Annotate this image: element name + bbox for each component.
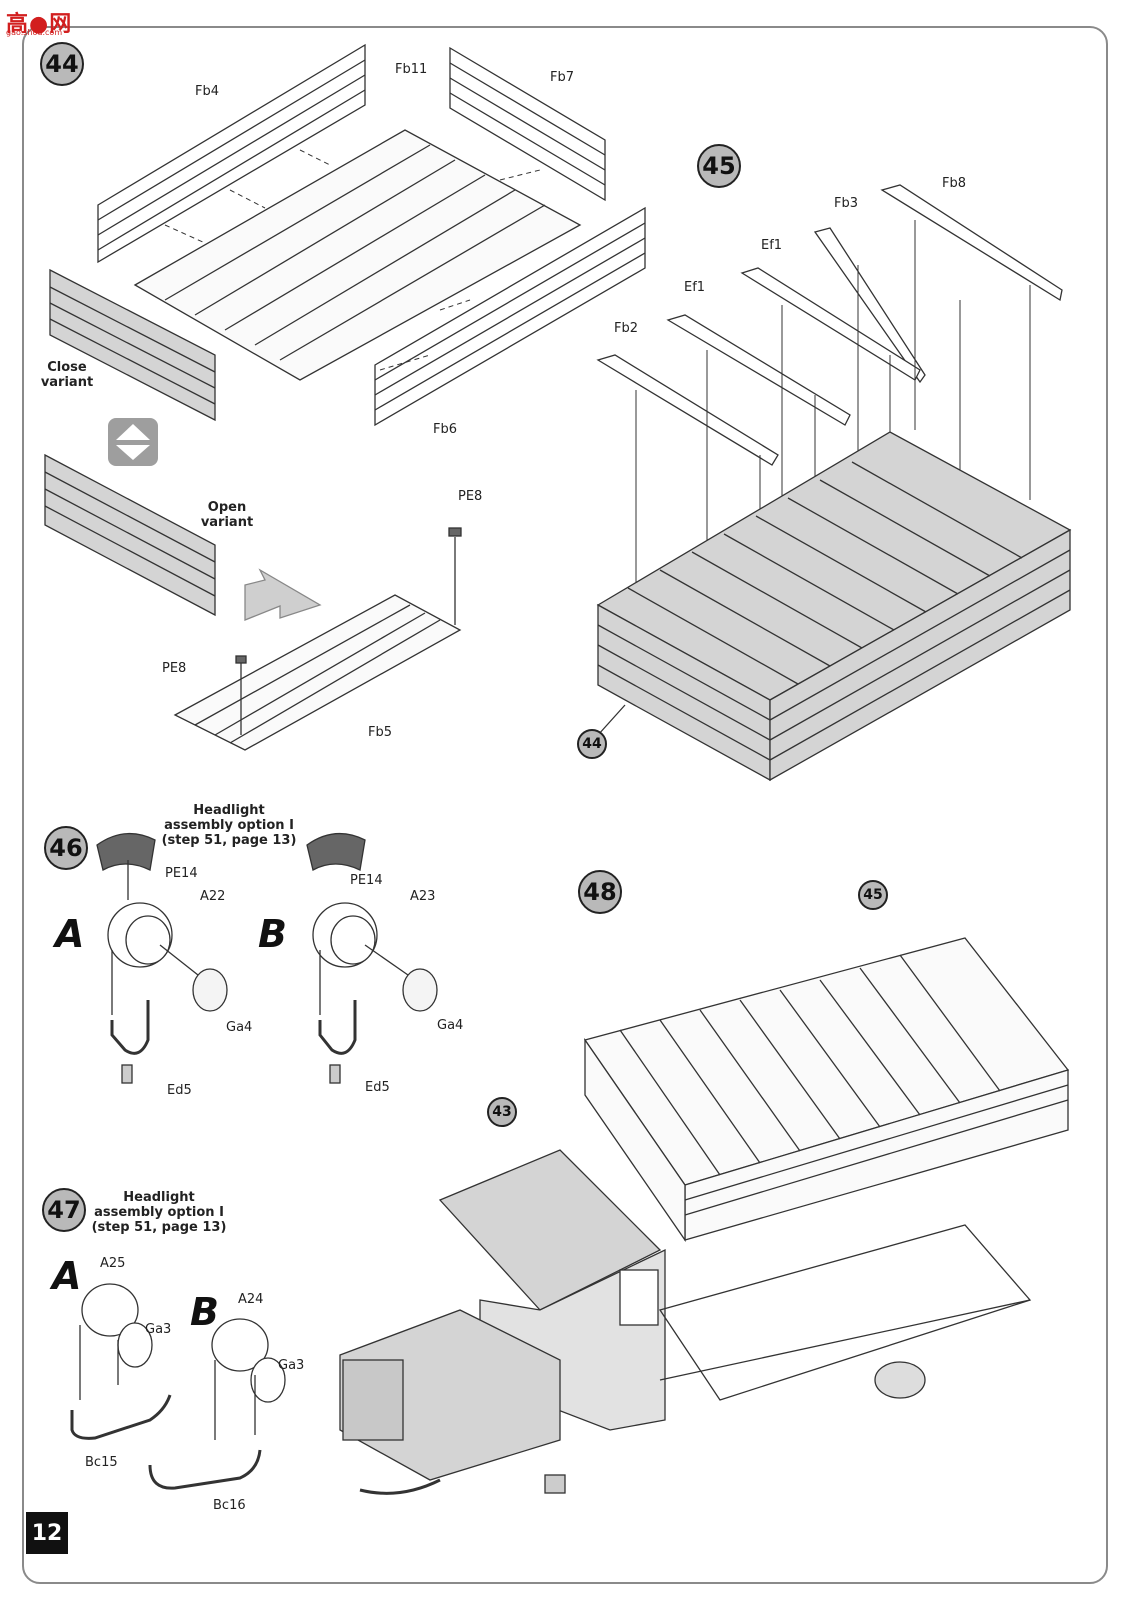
part-label-a25: A25: [100, 1256, 126, 1271]
step-badge-44: 44: [40, 42, 84, 86]
lens-ga3-b: [250, 1357, 286, 1403]
beam-fb2: [596, 354, 779, 466]
cab-roof: [438, 1149, 662, 1311]
variant-letter-b-47: B: [190, 1290, 219, 1334]
variant-letter-b-46: B: [258, 912, 287, 956]
bracket-bc15: [70, 1394, 172, 1440]
cargo-bed-side: [584, 1037, 686, 1243]
part-label-ga4-a: Ga4: [226, 1020, 253, 1035]
part-label-pe14-b: PE14: [350, 873, 383, 888]
cover-pe14-b: [306, 832, 366, 871]
cab-window: [619, 1269, 659, 1326]
part-label-ef1-mid: Ef1: [684, 280, 706, 295]
headlight-note-47: Headlight assembly option I (step 51, pa…: [91, 1190, 227, 1235]
part-label-ed5-a: Ed5: [167, 1083, 192, 1098]
part-label-fb8: Fb8: [942, 176, 967, 191]
direction-arrow: [244, 568, 322, 621]
cover-pe14-a: [96, 832, 156, 871]
open-variant-label: Open variant: [200, 500, 254, 530]
step-badge-45: 45: [697, 144, 741, 188]
variant-letter-a-47: A: [52, 1254, 82, 1298]
watermark-logo: 高●网: [6, 12, 73, 37]
part-label-pe8-left: PE8: [162, 661, 187, 676]
beam-ef1-top: [740, 267, 921, 381]
end-board-open: [44, 453, 216, 617]
beam-fb3: [813, 227, 926, 384]
ref-badge-45: 45: [858, 880, 888, 910]
part-label-fb3: Fb3: [834, 196, 859, 211]
part-label-ga3-a: Ga3: [145, 1322, 172, 1337]
part-label-ed5-b: Ed5: [365, 1080, 390, 1095]
part-label-fb2: Fb2: [614, 321, 639, 336]
headlight-a25: [81, 1283, 139, 1337]
part-label-bc15: Bc15: [85, 1455, 118, 1470]
bracket-bc16: [148, 1449, 262, 1490]
lens-ga4-a: [192, 968, 228, 1012]
swap-icon: [108, 418, 158, 466]
part-label-pe8-top: PE8: [458, 489, 483, 504]
lens-ga4-b: [402, 968, 438, 1012]
beam-ef1-mid: [666, 314, 851, 426]
ref-badge-43: 43: [487, 1097, 517, 1127]
part-label-fb6: Fb6: [433, 422, 458, 437]
page-frame: [22, 26, 1108, 1584]
step-badge-47: 47: [42, 1188, 86, 1232]
close-variant-label: Close variant: [40, 360, 94, 390]
headlight-a24: [211, 1318, 269, 1372]
part-label-ga4-b: Ga4: [437, 1018, 464, 1033]
part-label-a22: A22: [200, 889, 226, 904]
part-label-bc16: Bc16: [213, 1498, 246, 1513]
front-suspension: [359, 1478, 441, 1495]
beam-fb8: [880, 184, 1063, 302]
step-badge-46: 46: [44, 826, 88, 870]
ref-badge-44: 44: [577, 729, 607, 759]
part-label-fb5: Fb5: [368, 725, 393, 740]
part-label-a24: A24: [238, 1292, 264, 1307]
rear-axle: [874, 1361, 926, 1399]
headlight-note-46: Headlight assembly option I (step 51, pa…: [161, 803, 297, 848]
part-label-ga3-b: Ga3: [278, 1358, 305, 1373]
cable-ed5-b: [318, 1000, 357, 1055]
pedal: [544, 1474, 566, 1494]
watermark-url: gao.shou.com: [6, 28, 63, 37]
radiator: [342, 1359, 404, 1441]
part-label-a23: A23: [410, 889, 436, 904]
variant-letter-a-46: A: [55, 912, 85, 956]
part-label-pe14-a: PE14: [165, 866, 198, 881]
cable-ed5-a: [110, 1000, 150, 1055]
part-label-fb4: Fb4: [195, 84, 220, 99]
part-label-fb7: Fb7: [550, 70, 575, 85]
page-number: 12: [26, 1512, 68, 1554]
part-label-fb11: Fb11: [395, 62, 428, 77]
part-label-ef1-top: Ef1: [761, 238, 783, 253]
step-badge-48: 48: [578, 870, 622, 914]
